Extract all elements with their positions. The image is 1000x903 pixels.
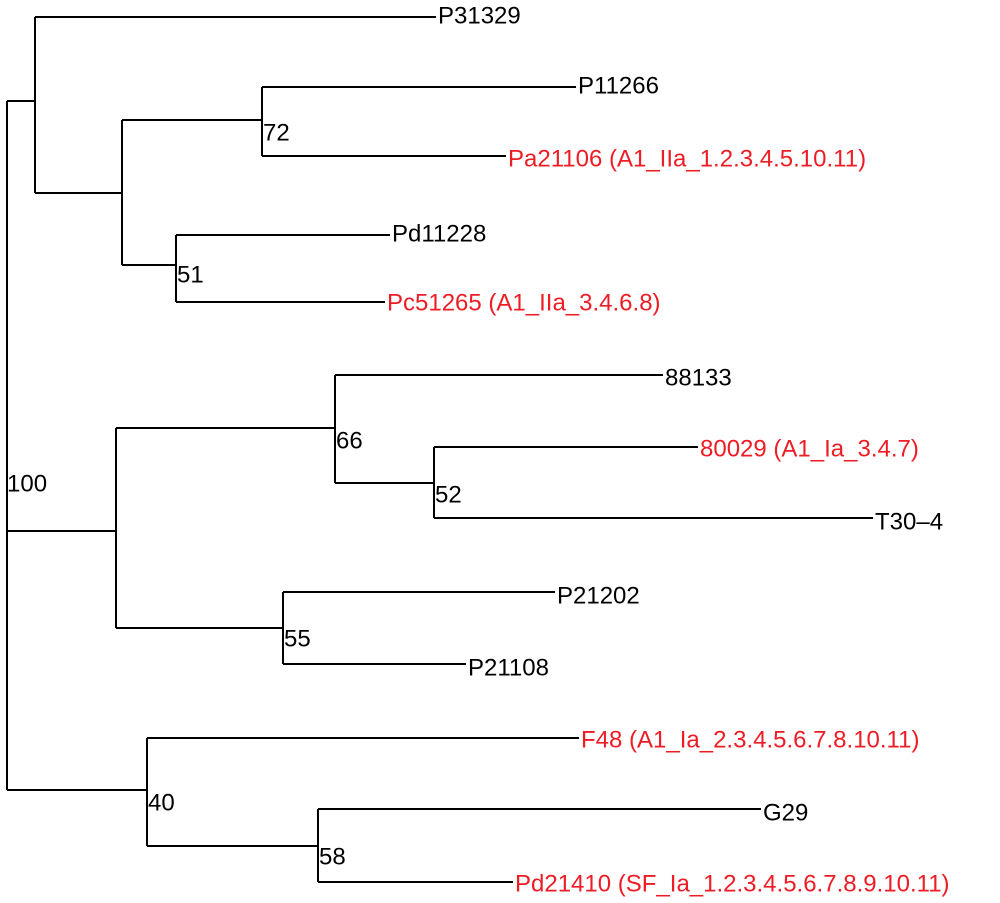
leaf-label-p21108: P21108: [468, 654, 549, 681]
support-value-n55: 55: [284, 625, 311, 652]
leaf-label-pc51265: Pc51265 (A1_IIa_3.4.6.8): [387, 289, 661, 316]
leaf-label-pa21106: Pa21106 (A1_IIa_1.2.3.4.5.10.11): [508, 145, 866, 172]
support-value-n51: 51: [177, 261, 204, 288]
leaf-label-p31329: P31329: [438, 2, 521, 29]
leaf-label-n88133: 88133: [665, 364, 732, 391]
leaf-label-pd21410: Pd21410 (SF_Ia_1.2.3.4.5.6.7.8.9.10.11): [515, 870, 950, 897]
support-value-n40: 40: [148, 789, 175, 816]
support-value-n72: 72: [263, 119, 290, 146]
leaf-label-g29: G29: [763, 799, 808, 826]
leaf-label-n80029: 80029 (A1_Ia_3.4.7): [700, 435, 919, 462]
support-value-n66: 66: [336, 427, 363, 454]
support-value-n100: 100: [7, 470, 47, 497]
support-value-n58: 58: [319, 843, 346, 870]
leaf-label-p11266: P11266: [578, 72, 659, 99]
leaf-label-t30-4: T30–4: [875, 508, 943, 535]
leaf-label-p21202: P21202: [557, 582, 640, 609]
leaf-label-pd11228: Pd11228: [392, 220, 486, 247]
leaf-label-f48: F48 (A1_Ia_2.3.4.5.6.7.8.10.11): [581, 726, 919, 753]
support-value-n52: 52: [435, 481, 462, 508]
tree-branches: [6, 16, 873, 883]
